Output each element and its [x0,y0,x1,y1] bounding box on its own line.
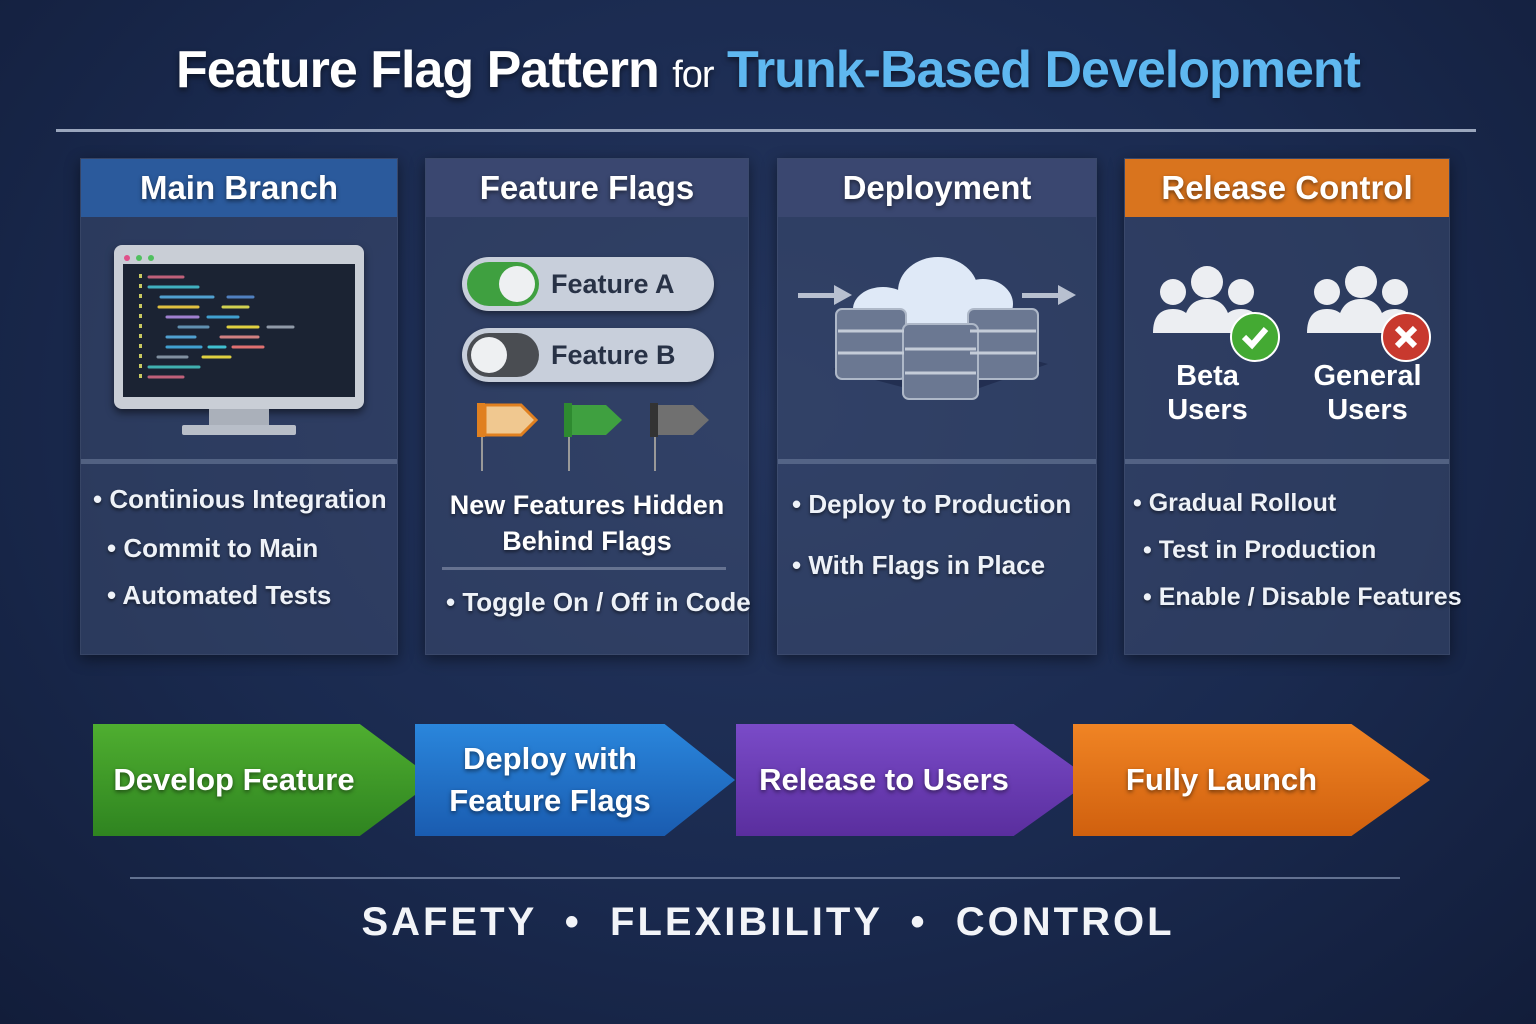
feature-a-toggle[interactable]: Feature A [462,257,714,311]
bullet-item: • Test in Production [1143,536,1377,564]
bullet-item: • Continious Integration [93,484,387,514]
bullet-item: • Deploy to Production [792,489,1072,519]
panel-divider [81,459,397,464]
title-for: for [672,54,714,96]
title-divider [56,129,1476,132]
toggle-label: Feature A [551,268,675,299]
panel-header: Main Branch [81,159,397,217]
cloud-database-icon [798,257,1076,400]
panel-deployment: Deployment • Deploy to Production • With… [777,158,1097,655]
bullet-item: • Toggle On / Off in Code [446,587,751,617]
flow-step-release: Release to Users [736,724,1092,836]
check-icon [1230,312,1280,362]
bullet-item: • Enable / Disable Features [1143,583,1462,611]
user-groups [1153,266,1431,362]
code-monitor-icon [114,245,364,435]
bullet-list: • Continious Integration • Commit to Mai… [81,484,397,631]
tagline: SAFETY • FLEXIBILITY • CONTROL [361,900,1175,944]
flow-step-launch: Fully Launch [1073,724,1430,836]
panel-divider [778,459,1096,464]
gray-flag-icon [650,403,709,471]
flags-row [477,403,709,471]
panel-header: Release Control [1125,159,1449,217]
bullet-list: • Gradual Rollout • Test in Production •… [1125,489,1462,632]
panel-main-branch: Main Branch • Continious Integration • C… [80,158,398,655]
title-highlight: Trunk-Based Development [727,41,1361,99]
general-users-label: General Users [1313,360,1422,426]
beta-users-label: Beta Users [1167,360,1248,426]
arrow-right-icon [798,285,852,305]
bottom-divider [130,877,1400,879]
feature-b-toggle[interactable]: Feature B [462,328,714,382]
bullet-item: • Gradual Rollout [1133,489,1337,517]
bullet-item: • Automated Tests [107,580,332,610]
orange-flag-icon [477,403,539,471]
panel-release-control: Release Control Beta Users General Users… [1124,158,1462,655]
flow-step-deploy: Deploy with Feature Flags [415,724,735,836]
page-title: Feature Flag Pattern for Trunk-Based Dev… [0,40,1536,100]
caption-divider [442,567,726,570]
panel-divider [1125,459,1449,464]
flags-caption: New Features Hidden Behind Flags [449,490,725,556]
cross-icon [1381,312,1431,362]
bullet-item: • Commit to Main [107,533,319,563]
bullet-list: • Deploy to Production • With Flags in P… [778,489,1096,601]
bullet-item: • With Flags in Place [792,550,1046,580]
arrow-right-icon [1022,285,1076,305]
panel-header: Deployment [778,159,1096,217]
panel-feature-flags: Feature Flags Feature A Feature B New Fe… [425,158,751,655]
bullet-list: • Toggle On / Off in Code [426,587,751,638]
panel-header: Feature Flags [426,159,748,217]
flow-step-develop: Develop Feature [93,724,435,836]
title-main: Feature Flag Pattern [175,41,660,99]
toggle-label: Feature B [551,339,676,370]
green-flag-icon [564,403,622,471]
